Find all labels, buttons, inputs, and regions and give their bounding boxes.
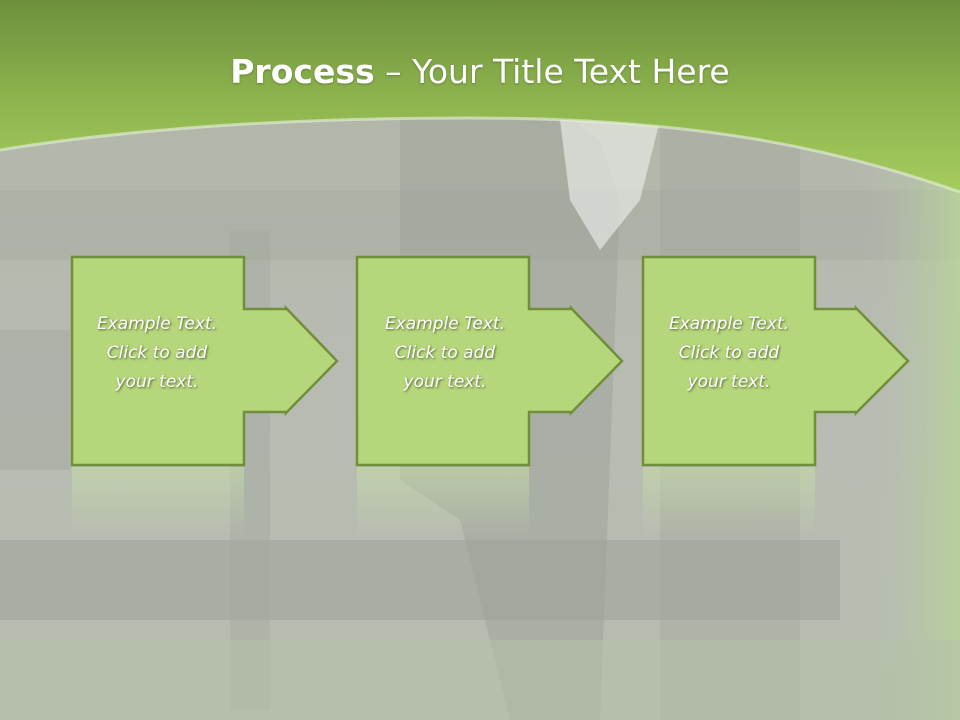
step-3-text[interactable]: Example Text. Click to add your text. — [668, 314, 790, 392]
step-3-reflection — [643, 467, 815, 537]
step-1-text[interactable]: Example Text. Click to add your text. — [96, 314, 218, 392]
title-rest: – Your Title Text Here — [374, 52, 730, 91]
step-2-shape[interactable] — [355, 255, 624, 467]
step-2-reflection — [357, 467, 529, 537]
step-2-text[interactable]: Example Text. Click to add your text. — [384, 314, 506, 392]
slide-title[interactable]: Process – Your Title Text Here — [0, 52, 960, 91]
step-1-shape[interactable] — [70, 255, 339, 467]
step-3-shape[interactable] — [641, 255, 910, 467]
title-bold: Process — [230, 52, 375, 91]
step-1-reflection — [72, 467, 244, 537]
